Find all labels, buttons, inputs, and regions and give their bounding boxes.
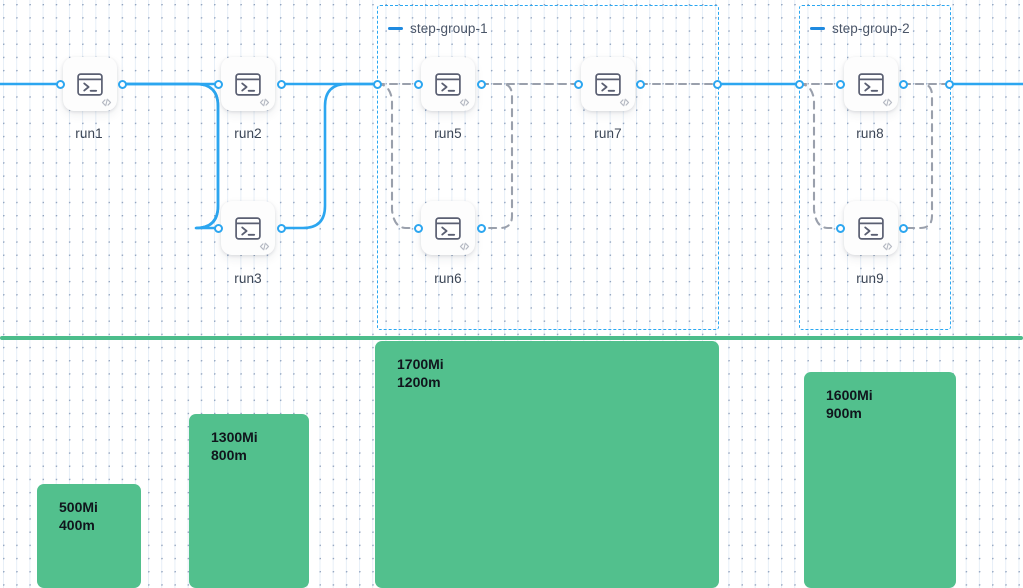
port-p-run7-in[interactable] [573, 79, 583, 89]
code-icon[interactable] [882, 241, 893, 252]
resource-bar-text-bar-run2: 1300Mi 800m [211, 428, 258, 465]
node-run3[interactable] [221, 201, 275, 255]
port-p-run7-out[interactable] [635, 79, 645, 89]
node-label-run2: run2 [234, 126, 262, 141]
port-p-run5-out[interactable] [476, 79, 486, 89]
memory-value: 1300Mi [211, 429, 258, 445]
port-p-run5-in[interactable] [413, 79, 423, 89]
port-p-run1-in[interactable] [55, 79, 65, 89]
group-label-text: step-group-1 [410, 21, 488, 36]
group-collapse-dash-icon[interactable] [810, 27, 825, 30]
memory-value: 1700Mi [397, 356, 444, 372]
node-label-run3: run3 [234, 271, 262, 286]
port-p-group2-in[interactable] [794, 79, 804, 89]
node-run6[interactable] [421, 201, 475, 255]
port-p-run6-in[interactable] [413, 223, 423, 233]
resource-bar-bar-run8[interactable]: 1600Mi 900m [804, 372, 956, 588]
port-p-run6-out[interactable] [476, 223, 486, 233]
port-p-run3-out[interactable] [276, 223, 286, 233]
resource-bar-bar-run2[interactable]: 1300Mi 800m [189, 414, 309, 588]
cpu-value: 900m [826, 405, 862, 422]
node-run2[interactable] [221, 57, 275, 111]
port-p-group2-out[interactable] [944, 79, 954, 89]
memory-value: 1600Mi [826, 387, 873, 403]
node-label-run7: run7 [594, 126, 622, 141]
port-p-run8-in[interactable] [835, 79, 845, 89]
port-p-run9-in[interactable] [835, 223, 845, 233]
cpu-value: 800m [211, 447, 247, 464]
terminal-icon [595, 72, 621, 96]
resource-bar-text-bar-run1: 500Mi 400m [59, 498, 98, 535]
resource-bar-bar-run5[interactable]: 1700Mi 1200m [375, 341, 719, 588]
cpu-value: 400m [59, 517, 95, 534]
resource-divider [0, 336, 1023, 340]
node-label-run6: run6 [434, 271, 462, 286]
code-icon[interactable] [259, 241, 270, 252]
port-p-run2-in[interactable] [213, 79, 223, 89]
group-collapse-dash-icon[interactable] [388, 27, 403, 30]
terminal-icon [435, 216, 461, 240]
group-label-step-group-2: step-group-2 [810, 21, 910, 36]
port-p-run1-out[interactable] [117, 79, 127, 89]
port-p-group1-in[interactable] [372, 79, 382, 89]
node-run8[interactable] [844, 57, 898, 111]
terminal-icon [77, 72, 103, 96]
port-p-run2-out[interactable] [276, 79, 286, 89]
node-run1[interactable] [63, 57, 117, 111]
terminal-icon [235, 216, 261, 240]
node-label-run9: run9 [856, 271, 884, 286]
node-label-run8: run8 [856, 126, 884, 141]
code-icon[interactable] [259, 97, 270, 108]
memory-value: 500Mi [59, 499, 98, 515]
group-box-step-group-1[interactable]: step-group-1 [377, 5, 719, 330]
port-p-group1-out[interactable] [712, 79, 722, 89]
node-run7[interactable] [581, 57, 635, 111]
code-icon[interactable] [619, 97, 630, 108]
code-icon[interactable] [459, 97, 470, 108]
terminal-icon [858, 72, 884, 96]
group-box-step-group-2[interactable]: step-group-2 [799, 5, 951, 330]
terminal-icon [235, 72, 261, 96]
code-icon[interactable] [459, 241, 470, 252]
resource-bar-text-bar-run5: 1700Mi 1200m [397, 355, 444, 392]
node-run9[interactable] [844, 201, 898, 255]
group-label-step-group-1: step-group-1 [388, 21, 488, 36]
node-label-run5: run5 [434, 126, 462, 141]
resource-bar-text-bar-run8: 1600Mi 900m [826, 386, 873, 423]
port-p-run9-out[interactable] [898, 223, 908, 233]
port-p-run8-out[interactable] [898, 79, 908, 89]
terminal-icon [435, 72, 461, 96]
node-label-run1: run1 [75, 126, 103, 141]
port-p-run3-in[interactable] [213, 223, 223, 233]
code-icon[interactable] [101, 97, 112, 108]
resource-bar-bar-run1[interactable]: 500Mi 400m [37, 484, 141, 588]
code-icon[interactable] [882, 97, 893, 108]
cpu-value: 1200m [397, 374, 441, 391]
node-run5[interactable] [421, 57, 475, 111]
group-label-text: step-group-2 [832, 21, 910, 36]
terminal-icon [858, 216, 884, 240]
